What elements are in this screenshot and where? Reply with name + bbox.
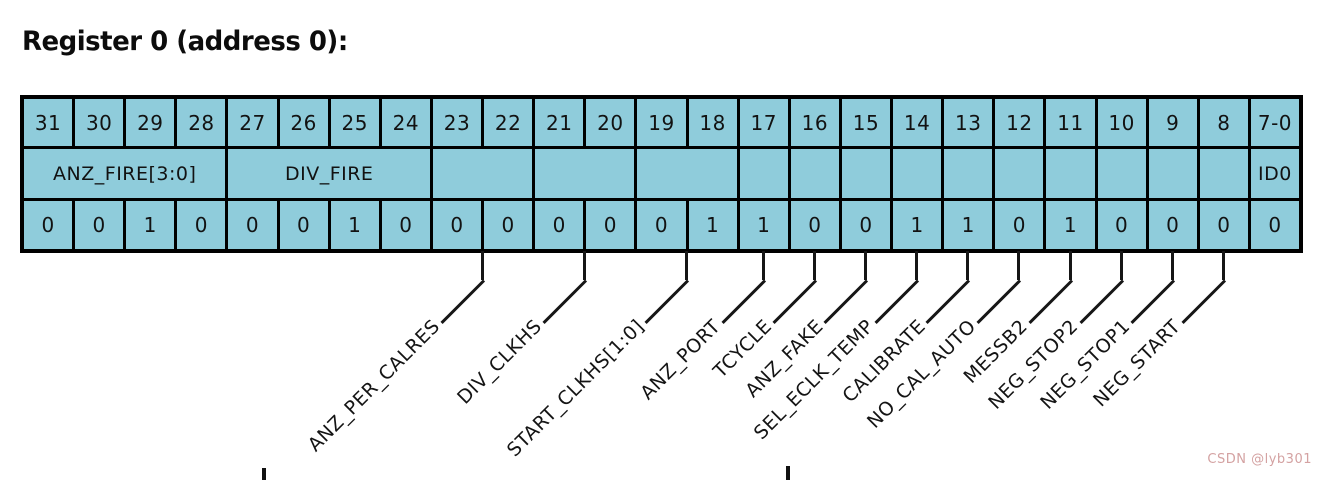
bit-header-cell: 11 <box>1046 99 1095 146</box>
leader-line-vertical <box>685 251 689 280</box>
field-cell: DIV_FIRE <box>228 149 430 198</box>
field-cell <box>1046 149 1095 198</box>
leader-line-vertical <box>864 251 867 280</box>
value-cell: 0 <box>1250 201 1299 249</box>
field-cell <box>790 149 839 198</box>
bit-header-cell: 15 <box>841 99 891 146</box>
leader-line-vertical <box>1068 251 1072 280</box>
field-cell <box>1148 149 1197 198</box>
value-cell: 0 <box>228 201 277 249</box>
value-cell: 0 <box>790 201 839 249</box>
bit-header-cell: 16 <box>790 99 839 146</box>
bit-header-cell: 19 <box>637 99 686 146</box>
field-cell: ID0 <box>1250 149 1299 198</box>
field-cell <box>739 149 788 198</box>
value-cell: 0 <box>24 201 73 249</box>
bit-header-cell: 30 <box>75 99 124 146</box>
bit-header-cell: 17 <box>739 99 788 146</box>
field-cell <box>995 149 1044 198</box>
value-cell: 0 <box>75 201 124 249</box>
leader-line-vertical <box>761 251 765 280</box>
value-cell: 0 <box>381 201 430 249</box>
bit-header-cell: 21 <box>535 99 584 146</box>
leader-line-vertical <box>1017 251 1021 280</box>
field-cell <box>535 149 635 198</box>
field-cell <box>841 149 891 198</box>
value-cell: 0 <box>432 201 482 249</box>
bit-header-cell: 14 <box>893 99 942 146</box>
value-cell: 0 <box>484 201 533 249</box>
leader-line-vertical <box>812 251 816 280</box>
value-cell: 0 <box>1097 201 1146 249</box>
field-cell <box>893 149 942 198</box>
leader-line-diagonal <box>1181 279 1226 324</box>
leader-line-vertical <box>1119 251 1123 280</box>
bit-header-cell: 9 <box>1148 99 1197 146</box>
value-cell: 0 <box>586 201 635 249</box>
leader-line-vertical <box>966 251 970 280</box>
value-cell: 0 <box>1199 201 1248 249</box>
value-cell: 1 <box>330 201 379 249</box>
bit-header-cell: 22 <box>484 99 533 146</box>
value-cell: 0 <box>177 201 226 249</box>
leader-line-vertical <box>1221 251 1225 280</box>
field-cell <box>432 149 533 198</box>
bit-header-cell: 29 <box>126 99 175 146</box>
bit-header-cell: 31 <box>24 99 73 146</box>
leader-line-vertical <box>915 251 919 280</box>
leader-line-diagonal <box>440 279 485 324</box>
leader-line-vertical <box>480 251 484 280</box>
bit-header-cell: 28 <box>177 99 226 146</box>
value-cell: 1 <box>1046 201 1095 249</box>
leader-line-diagonal <box>644 279 690 324</box>
callout-label: ANZ_PER_CALRES <box>303 315 445 457</box>
bit-header-cell: 8 <box>1199 99 1248 146</box>
bit-header-cell: 13 <box>944 99 993 146</box>
bit-header-cell: 7-0 <box>1250 99 1299 146</box>
value-cell: 1 <box>944 201 993 249</box>
value-cell: 0 <box>1148 201 1197 249</box>
value-cell: 0 <box>841 201 891 249</box>
truncated-leader-tick <box>262 468 266 480</box>
watermark: CSDN @lyb301 <box>1207 452 1312 467</box>
page-title: Register 0 (address 0): <box>22 26 348 58</box>
field-cell <box>1097 149 1146 198</box>
bit-header-cell: 10 <box>1097 99 1146 146</box>
field-cell <box>1199 149 1248 198</box>
truncated-leader-tick <box>786 466 790 480</box>
field-cell <box>944 149 993 198</box>
bit-header-cell: 18 <box>688 99 737 146</box>
field-cell <box>637 149 737 198</box>
value-cell: 1 <box>126 201 175 249</box>
value-cell: 1 <box>688 201 737 249</box>
value-cell: 1 <box>893 201 942 249</box>
value-cell: 0 <box>995 201 1044 249</box>
bit-header-cell: 24 <box>381 99 430 146</box>
value-cell: 0 <box>535 201 584 249</box>
leader-line-diagonal <box>542 279 587 324</box>
bit-header-cell: 20 <box>586 99 635 146</box>
bit-header-cell: 26 <box>279 99 328 146</box>
field-cell: ANZ_FIRE[3:0] <box>24 149 226 198</box>
bit-header-cell: 12 <box>995 99 1044 146</box>
bit-header-cell: 25 <box>330 99 379 146</box>
bit-header-cell: 27 <box>228 99 277 146</box>
leader-line-vertical <box>582 251 586 280</box>
value-cell: 0 <box>637 201 686 249</box>
value-cell: 0 <box>279 201 328 249</box>
value-cell: 1 <box>739 201 788 249</box>
leader-line-vertical <box>1170 251 1174 280</box>
callout-label: ANZ_PORT <box>636 315 726 405</box>
bit-header-cell: 23 <box>432 99 482 146</box>
callout-label: DIV_CLKHS <box>452 315 547 409</box>
